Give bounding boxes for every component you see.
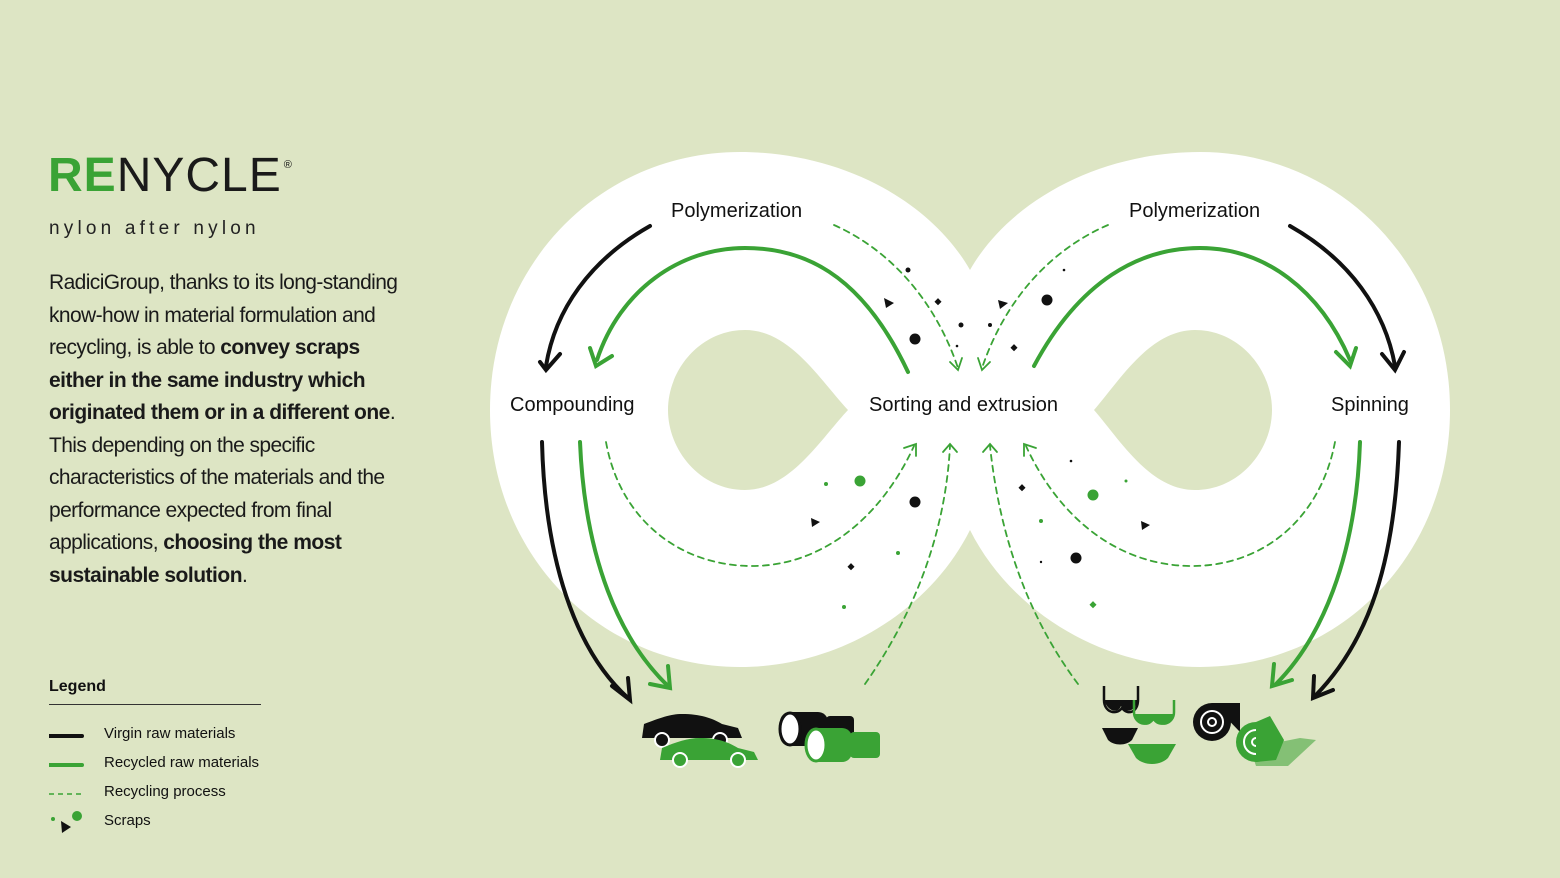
renycle-logo: RENYCLE® — [48, 149, 293, 202]
legend-recycling-dashed-icon — [49, 793, 82, 795]
description-text-3: . — [242, 563, 248, 587]
arrowhead — [610, 676, 633, 705]
legend-item-virgin: Virgin raw materials — [49, 712, 261, 742]
legend-recycled-line-icon — [49, 763, 84, 767]
cars-icon — [642, 714, 758, 768]
recycling-products-right-to-sorting — [989, 445, 1079, 685]
tagline: nylon after nylon — [49, 218, 260, 239]
arrowhead — [588, 346, 614, 370]
legend-virgin-line-icon — [49, 734, 84, 738]
plastic-parts-icon — [778, 711, 880, 763]
fabric-rolls-icon — [1193, 703, 1316, 766]
recycled-arrow-compounding-to-products — [578, 440, 670, 688]
arrowhead — [1380, 350, 1406, 374]
arrowhead — [1269, 662, 1294, 689]
description: RadiciGroup, thanks to its long-standing… — [49, 267, 399, 592]
recycled-arrow-sorting-to-compounding — [595, 245, 910, 374]
legend-item-recycling: Recycling process — [49, 770, 261, 800]
arrowhead — [982, 442, 998, 453]
infinity-loop — [490, 152, 1450, 667]
legend-scraps-icon — [51, 811, 82, 833]
arrowhead — [648, 664, 673, 691]
description-text-1: RadiciGroup, thanks to its long-standing… — [49, 271, 398, 359]
virgin-arrow-poly-to-spinning — [1288, 224, 1397, 368]
scraps — [811, 267, 1150, 609]
arrowhead — [1310, 674, 1335, 702]
arrowhead — [942, 442, 958, 453]
arrowhead — [538, 352, 562, 374]
swimwear-icon — [1102, 686, 1176, 764]
arrowhead — [1334, 346, 1358, 370]
virgin-arrow-poly-to-compounding — [544, 224, 652, 368]
arrowhead — [977, 357, 991, 372]
recycled-arrow-spinning-to-products — [1274, 440, 1362, 686]
recycling-spinning-to-sorting — [1025, 441, 1336, 567]
arrowhead — [949, 357, 963, 372]
recycled-arrow-sorting-to-spinning — [1032, 245, 1352, 368]
legend-title: Legend — [49, 678, 261, 705]
description-bold-2: choosing the most sustainable solution — [49, 531, 342, 587]
arrowhead — [1023, 442, 1037, 457]
legend-item-recycled: Recycled raw materials — [49, 741, 261, 771]
legend-item-scraps: Scraps — [49, 799, 261, 833]
description-bold-1: convey scraps either in the same industr… — [49, 336, 390, 424]
node-spinning: Spinning — [1331, 394, 1409, 416]
node-polymerization-left: Polymerization — [671, 200, 803, 222]
recycling-right-poly-to-sorting — [981, 224, 1109, 369]
virgin-arrow-spinning-to-products — [1313, 440, 1401, 698]
left-loop-hole — [668, 330, 848, 490]
legend: Legend Virgin raw materials Recycled raw… — [49, 678, 261, 833]
recycling-compounding-to-sorting — [605, 441, 915, 567]
node-polymerization-right: Polymerization — [1129, 200, 1261, 222]
description-text-2: . This depending on the specific charact… — [49, 401, 396, 554]
node-sorting-extrusion: Sorting and extrusion — [869, 394, 1059, 416]
arrowhead — [903, 442, 917, 457]
right-loop-hole — [1094, 330, 1272, 490]
virgin-arrow-compounding-to-products — [540, 440, 630, 700]
recycling-products-left-to-sorting — [864, 445, 951, 685]
node-compounding: Compounding — [510, 394, 635, 416]
recycling-left-poly-to-sorting — [833, 224, 959, 369]
